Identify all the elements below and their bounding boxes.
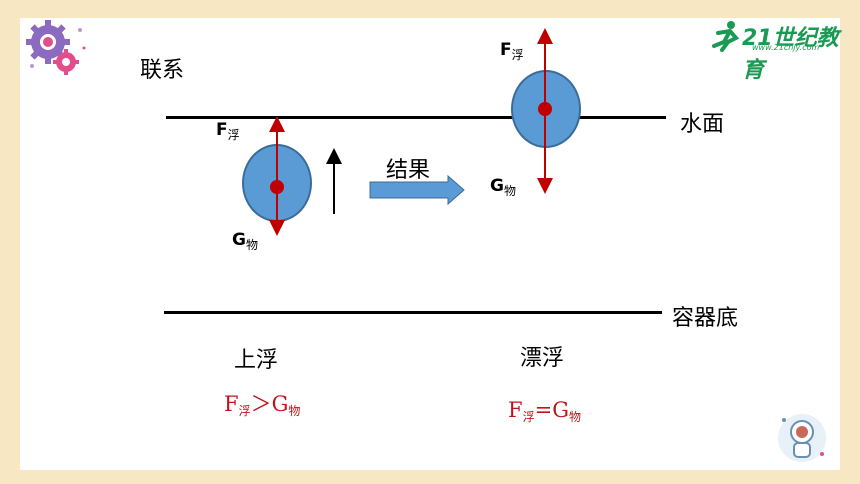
floating-label: 漂浮: [520, 346, 565, 371]
logo-url: www.21cnjy.com: [752, 43, 820, 52]
container-bottom-line: [164, 311, 662, 314]
arrows-layer: [269, 28, 553, 236]
right-buoyancy-label: F浮: [500, 40, 524, 62]
result-label: 结果: [386, 158, 431, 183]
left-gravity-label: G物: [232, 230, 258, 252]
floating-relation: F浮=G物: [508, 398, 581, 424]
water-surface-label: 水面: [680, 112, 725, 137]
water-surface-line: [166, 116, 666, 119]
logo-brand: 21世纪教育: [742, 26, 839, 83]
left-buoyancy-label: F浮: [216, 120, 240, 142]
result-arrow: [369, 174, 465, 206]
relation-label: 联系: [140, 58, 185, 83]
rising-relation: F浮＞G物: [224, 392, 301, 418]
right-gravity-label: G物: [490, 176, 516, 198]
astronaut-icon: [778, 414, 826, 462]
slide: 21世纪教育 www.21cnjy.com 联系 水面 容器底 结果 上浮 漂浮: [20, 18, 840, 470]
logo: 21世纪教育 www.21cnjy.com: [712, 18, 840, 83]
rising-label: 上浮: [234, 348, 279, 373]
container-bottom-label: 容器底: [672, 306, 739, 331]
gear-icon: [26, 20, 86, 75]
runner-icon: [712, 21, 740, 52]
